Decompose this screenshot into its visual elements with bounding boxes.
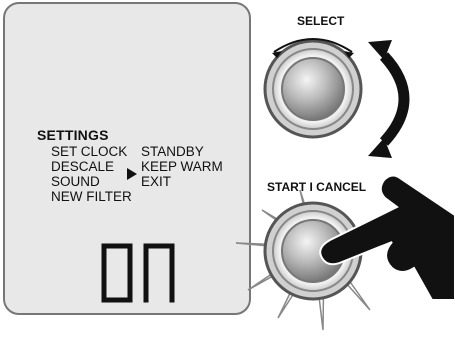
selection-arrow-icon <box>127 168 137 180</box>
menu-item-descale: DESCALE <box>51 159 114 174</box>
menu-item-set-clock: SET CLOCK <box>51 144 127 159</box>
settings-title: SETTINGS <box>37 127 109 143</box>
curved-double-arrow-icon <box>368 40 404 158</box>
controls-illustration <box>232 20 455 340</box>
segment-display: ON <box>100 241 180 305</box>
select-knob[interactable] <box>265 41 361 137</box>
menu-item-new-filter: NEW FILTER <box>51 189 132 204</box>
lcd-screen: SETTINGS SET CLOCK DESCALE SOUND NEW FIL… <box>3 2 251 315</box>
menu-item-standby: STANDBY <box>141 144 204 159</box>
menu-item-sound: SOUND <box>51 174 100 189</box>
menu-item-keep-warm: KEEP WARM <box>141 159 223 174</box>
menu-item-exit: EXIT <box>141 174 171 189</box>
